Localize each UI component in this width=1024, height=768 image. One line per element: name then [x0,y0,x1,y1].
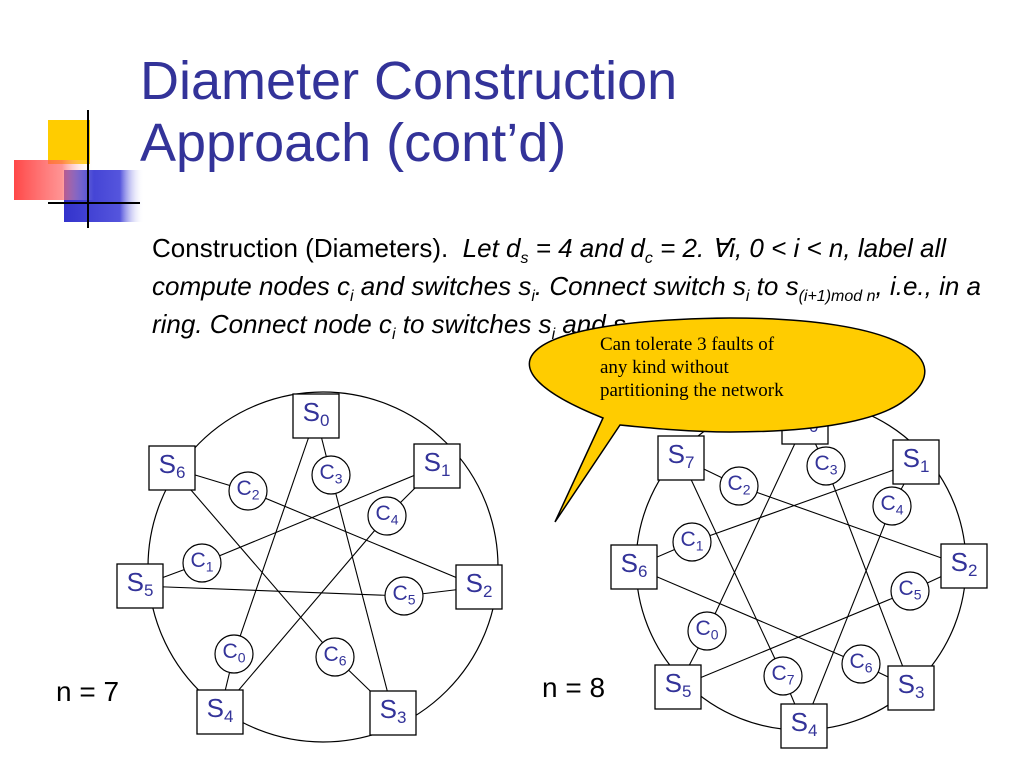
compute-label-6: C6 [850,650,873,675]
switch-node-1 [413,443,461,489]
switch-label-2: S2 [466,568,493,601]
switch-label-3: S3 [898,669,925,702]
callout-text: Can tolerate 3 faults of any kind withou… [600,333,860,402]
switch-node-6 [610,544,658,590]
switch-node-5 [654,664,702,710]
compute-label-1: C1 [191,549,214,574]
title-line-1: Diameter Construction [140,51,678,111]
title-line-2: Approach (cont’d) [140,113,567,173]
switch-node-6 [148,445,196,491]
diagram-label-n8: n = 8 [542,672,606,703]
compute-node-5 [384,576,424,616]
compute-label-2: C2 [237,477,260,502]
compute-node-6 [315,637,355,677]
paragraph-text: Let ds = 4 and dc = 2. ∀i, 0 < i < n, la… [152,233,981,344]
switch-label-4: S4 [791,707,818,740]
callout-line-2: any kind without [600,357,729,378]
diagram-n7 [116,391,503,743]
link-c4-s4 [803,505,893,727]
compute-node-6 [841,644,881,684]
link-c4-s4 [219,515,388,713]
link-c5-s5 [139,585,405,597]
link-c6-s6 [633,566,862,665]
link-c2-s2 [247,490,480,588]
link-c6-s6 [171,467,336,658]
link-c5-s5 [677,590,911,688]
switch-node-4 [196,689,244,735]
compute-label-4: C4 [376,502,399,527]
link-c0-s0 [706,421,806,632]
switch-label-2: S2 [951,547,978,580]
compute-label-0: C0 [696,617,719,642]
compute-node-0 [687,611,727,651]
callout-line-1: Can tolerate 3 faults of [600,334,775,355]
switch-node-2 [455,564,503,610]
switch-label-4: S4 [207,693,234,726]
deco-red-bar [14,160,94,200]
compute-label-0: C0 [223,640,246,665]
switch-node-2 [940,543,988,589]
switch-node-0 [292,393,340,439]
compute-node-7 [763,656,803,696]
switch-label-0: S0 [303,397,330,430]
switch-label-6: S6 [159,449,186,482]
compute-label-7: C7 [772,662,795,687]
diagram-label-n7: n = 7 [56,676,120,707]
switch-node-3 [369,690,417,736]
compute-node-4 [367,496,407,536]
compute-node-5 [890,571,930,611]
compute-node-2 [228,471,268,511]
construction-paragraph: Construction (Diameters). Let ds = 4 and… [152,229,1014,343]
compute-node-1 [182,543,222,583]
switch-node-5 [116,563,164,609]
switch-label-5: S5 [665,668,692,701]
switch-node-4 [780,703,828,749]
compute-node-1 [672,522,712,562]
switch-label-5: S5 [127,567,154,600]
compute-label-6: C6 [324,643,347,668]
switch-label-3: S3 [380,694,407,727]
link-c2-s2 [738,485,965,567]
callout-line-3: partitioning the network [600,380,784,401]
paragraph-lead: Construction (Diameters). [152,233,449,263]
compute-node-0 [214,634,254,674]
link-c1-s1 [201,465,438,564]
compute-label-3: C3 [320,461,343,486]
slide-decoration [14,110,144,228]
switch-label-6: S6 [621,548,648,581]
switch-node-3 [887,665,935,711]
compute-label-1: C1 [681,528,704,553]
deco-yellow-square [48,120,90,164]
slide-title: Diameter Construction Approach (cont’d) [140,50,1000,174]
compute-label-5: C5 [899,577,922,602]
compute-label-5: C5 [393,582,416,607]
compute-node-3 [311,455,351,495]
link-c0-s0 [233,415,317,655]
switch-label-1: S1 [424,447,451,480]
